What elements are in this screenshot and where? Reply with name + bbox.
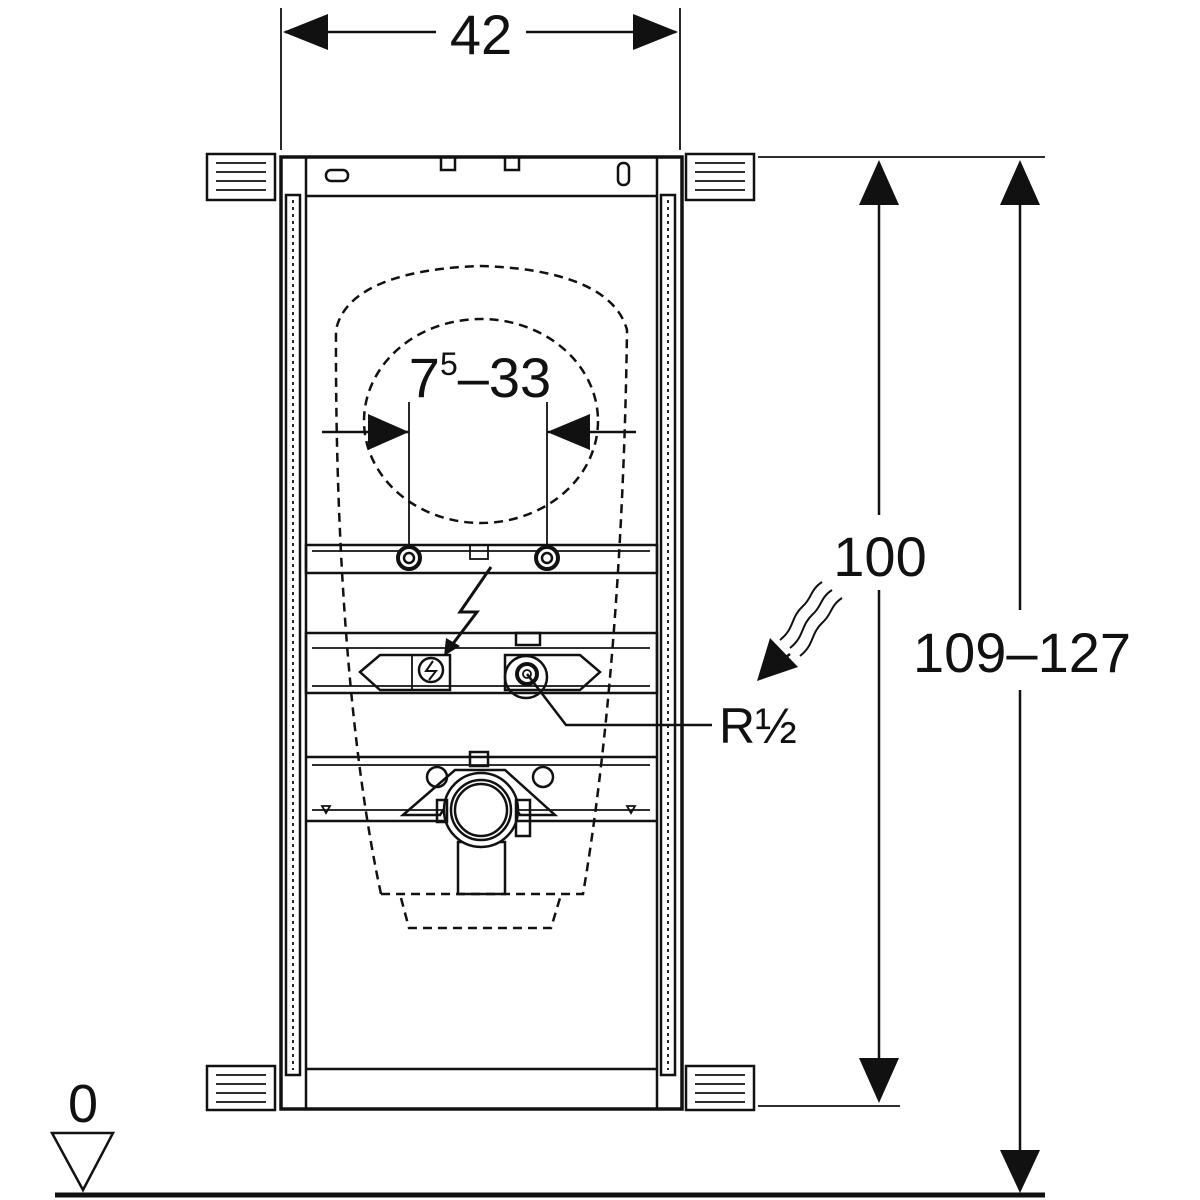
installation-frame — [205, 152, 756, 1112]
width-dimension: 42 — [280, 3, 681, 150]
drain-elbow — [435, 771, 532, 896]
thread-size-label: R½ — [719, 698, 797, 754]
frame-height-dimension: 100 — [758, 156, 1045, 1107]
wall-anchor-bottom-right — [684, 1064, 756, 1112]
supply-fitting-left — [396, 545, 422, 571]
middle-crossbar — [304, 631, 659, 695]
spacing-dimension: 75–33 — [322, 346, 636, 547]
frame-height-label: 100 — [833, 525, 926, 588]
electrical-connection-icon — [417, 566, 493, 684]
width-dimension-label: 42 — [450, 3, 512, 66]
total-height-label: 109–127 — [913, 621, 1131, 684]
bidet-outline — [334, 264, 629, 930]
thread-leader: R½ — [526, 673, 797, 754]
floor-level-marker-icon: 0 — [49, 1074, 1045, 1198]
supply-fitting-right — [534, 545, 560, 571]
total-height-dimension: 109–127 — [913, 160, 1131, 1193]
water-supply-icon — [757, 581, 843, 681]
spacing-dimension-label: 75–33 — [409, 346, 551, 409]
wall-anchor-bottom-left — [205, 1064, 277, 1112]
wall-anchor-top-right — [684, 152, 756, 202]
upper-crossbar — [304, 543, 659, 575]
wall-anchor-top-left — [205, 152, 277, 202]
floor-level-label: 0 — [68, 1074, 98, 1134]
